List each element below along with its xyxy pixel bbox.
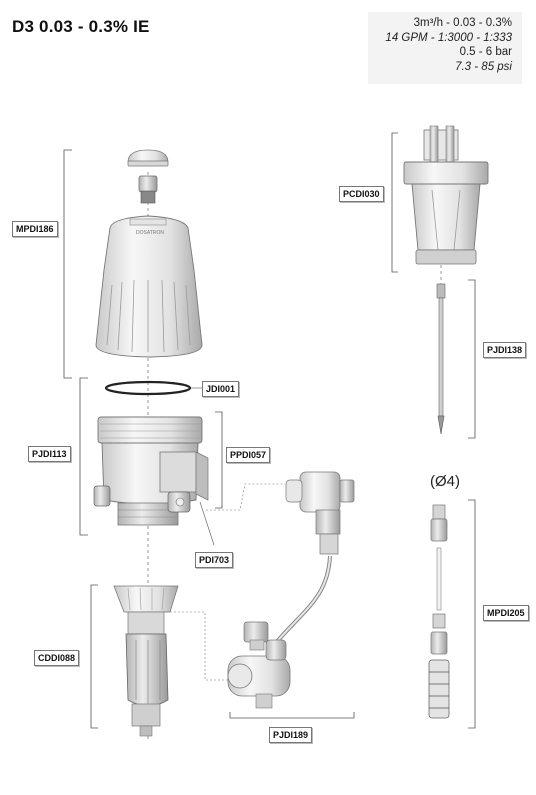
injector-assembly [268, 471, 355, 652]
spec-flow-metric: 3m³/h - 0.03 - 0.3% [413, 17, 512, 29]
label-pjdi138: PJDI138 [483, 342, 527, 358]
o-ring [104, 380, 192, 396]
diameter-note: (Ø4) [430, 473, 460, 490]
bracket-pjdi189 [229, 712, 355, 719]
leader-valve [162, 611, 230, 681]
label-cddi088: CDDI088 [34, 650, 80, 666]
bracket-ppdi057 [215, 411, 223, 509]
label-jdi001: JDI001 [202, 381, 240, 397]
spec-pressure-bar: 0.5 - 6 bar [459, 46, 512, 58]
label-mpdi186: MPDI186 [12, 221, 58, 237]
dosing-handle [113, 585, 179, 737]
bracket-mpdi186 [63, 149, 72, 379]
bracket-pjdi138 [468, 279, 476, 439]
svg-text:DOSATRON: DOSATRON [136, 230, 164, 236]
leader-injector [206, 483, 285, 511]
label-pjdi113: PJDI113 [28, 446, 71, 462]
spec-flow-imperial: 14 GPM - 1:3000 - 1:333 [385, 31, 512, 44]
bracket-pcdi030 [391, 132, 398, 273]
label-pcdi030: PCDI030 [339, 186, 384, 202]
bracket-mpdi205 [468, 499, 476, 729]
label-mpdi205: MPDI205 [483, 605, 529, 621]
spec-pressure-psi: 7.3 - 85 psi [455, 60, 512, 73]
leader-pdi703 [199, 501, 215, 546]
label-ppdi057: PPDI057 [226, 447, 271, 463]
label-pjdi189: PJDI189 [269, 727, 313, 743]
plunger-rod [436, 283, 446, 435]
spec-box: 3m³/h - 0.03 - 0.3% 14 GPM - 1:3000 - 1:… [368, 12, 522, 84]
upper-housing: DOSATRON [95, 215, 203, 358]
top-cap [127, 149, 169, 204]
label-pdi703: PDI703 [195, 552, 234, 568]
bracket-cddi088 [90, 584, 98, 729]
tube-assembly [428, 504, 450, 719]
page-title: D3 0.03 - 0.3% IE [12, 17, 150, 36]
valve-assembly [227, 621, 291, 709]
bracket-pjdi113 [79, 377, 88, 536]
motor-piston [403, 125, 489, 265]
lower-body [93, 416, 209, 526]
